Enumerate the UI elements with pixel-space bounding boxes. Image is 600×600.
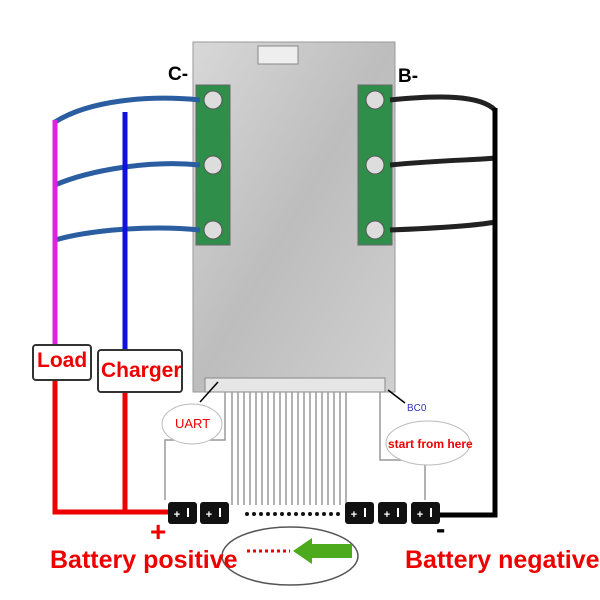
top-connector — [257, 45, 299, 65]
series-dot — [329, 512, 333, 516]
series-dot — [315, 512, 319, 516]
series-dot — [336, 512, 340, 516]
c-minus-label: C- — [168, 64, 189, 85]
start-from-here-label: start from here — [388, 437, 473, 451]
series-dot — [287, 512, 291, 516]
series-dot — [252, 512, 256, 516]
battery-positive-label: Battery positive — [50, 546, 238, 574]
terminal-bolts — [203, 90, 385, 240]
negative-wire — [440, 108, 498, 518]
series-dot — [308, 512, 312, 516]
positive-wire — [52, 380, 168, 515]
svg-text:+: + — [206, 509, 212, 521]
balance-wires — [164, 392, 426, 505]
uart-ellipse — [161, 403, 223, 445]
svg-text:+: + — [174, 509, 180, 521]
charger-label: Charger — [101, 359, 182, 382]
bottom-connector — [204, 377, 386, 393]
battery-cables — [389, 94, 497, 233]
bc0-pointer — [387, 389, 406, 404]
bc0-label: BC0 — [407, 403, 427, 414]
series-dot — [294, 512, 298, 516]
series-dot — [322, 512, 326, 516]
battery-cells: + + + + + — [168, 502, 440, 524]
battery-cell: + — [168, 502, 197, 524]
uart-label: UART — [175, 416, 211, 431]
minus-sign: - — [436, 513, 446, 544]
series-dot — [280, 512, 284, 516]
battery-cell: + — [345, 502, 374, 524]
charge-cables — [53, 95, 201, 243]
cell-series-dots — [245, 512, 340, 516]
series-dot — [245, 512, 249, 516]
start-ellipse — [385, 420, 471, 466]
load-box — [32, 344, 92, 381]
svg-text:+: + — [384, 509, 390, 521]
series-dot — [273, 512, 277, 516]
load-label: Load — [37, 349, 88, 372]
charger-box — [97, 349, 183, 393]
battery-cell: + — [200, 502, 229, 524]
battery-negative-label: Battery negative — [405, 546, 600, 574]
series-dot — [301, 512, 305, 516]
direction-ellipse — [221, 526, 359, 586]
battery-cell: + — [411, 502, 440, 524]
svg-text:+: + — [417, 509, 423, 521]
series-dot — [266, 512, 270, 516]
svg-text:+: + — [351, 509, 357, 521]
uart-pointer — [199, 381, 219, 403]
plus-sign: + — [150, 516, 167, 547]
green-arrow-icon — [293, 538, 352, 564]
b-minus-label: B- — [398, 66, 419, 87]
series-dot — [259, 512, 263, 516]
battery-cell: + — [378, 502, 407, 524]
